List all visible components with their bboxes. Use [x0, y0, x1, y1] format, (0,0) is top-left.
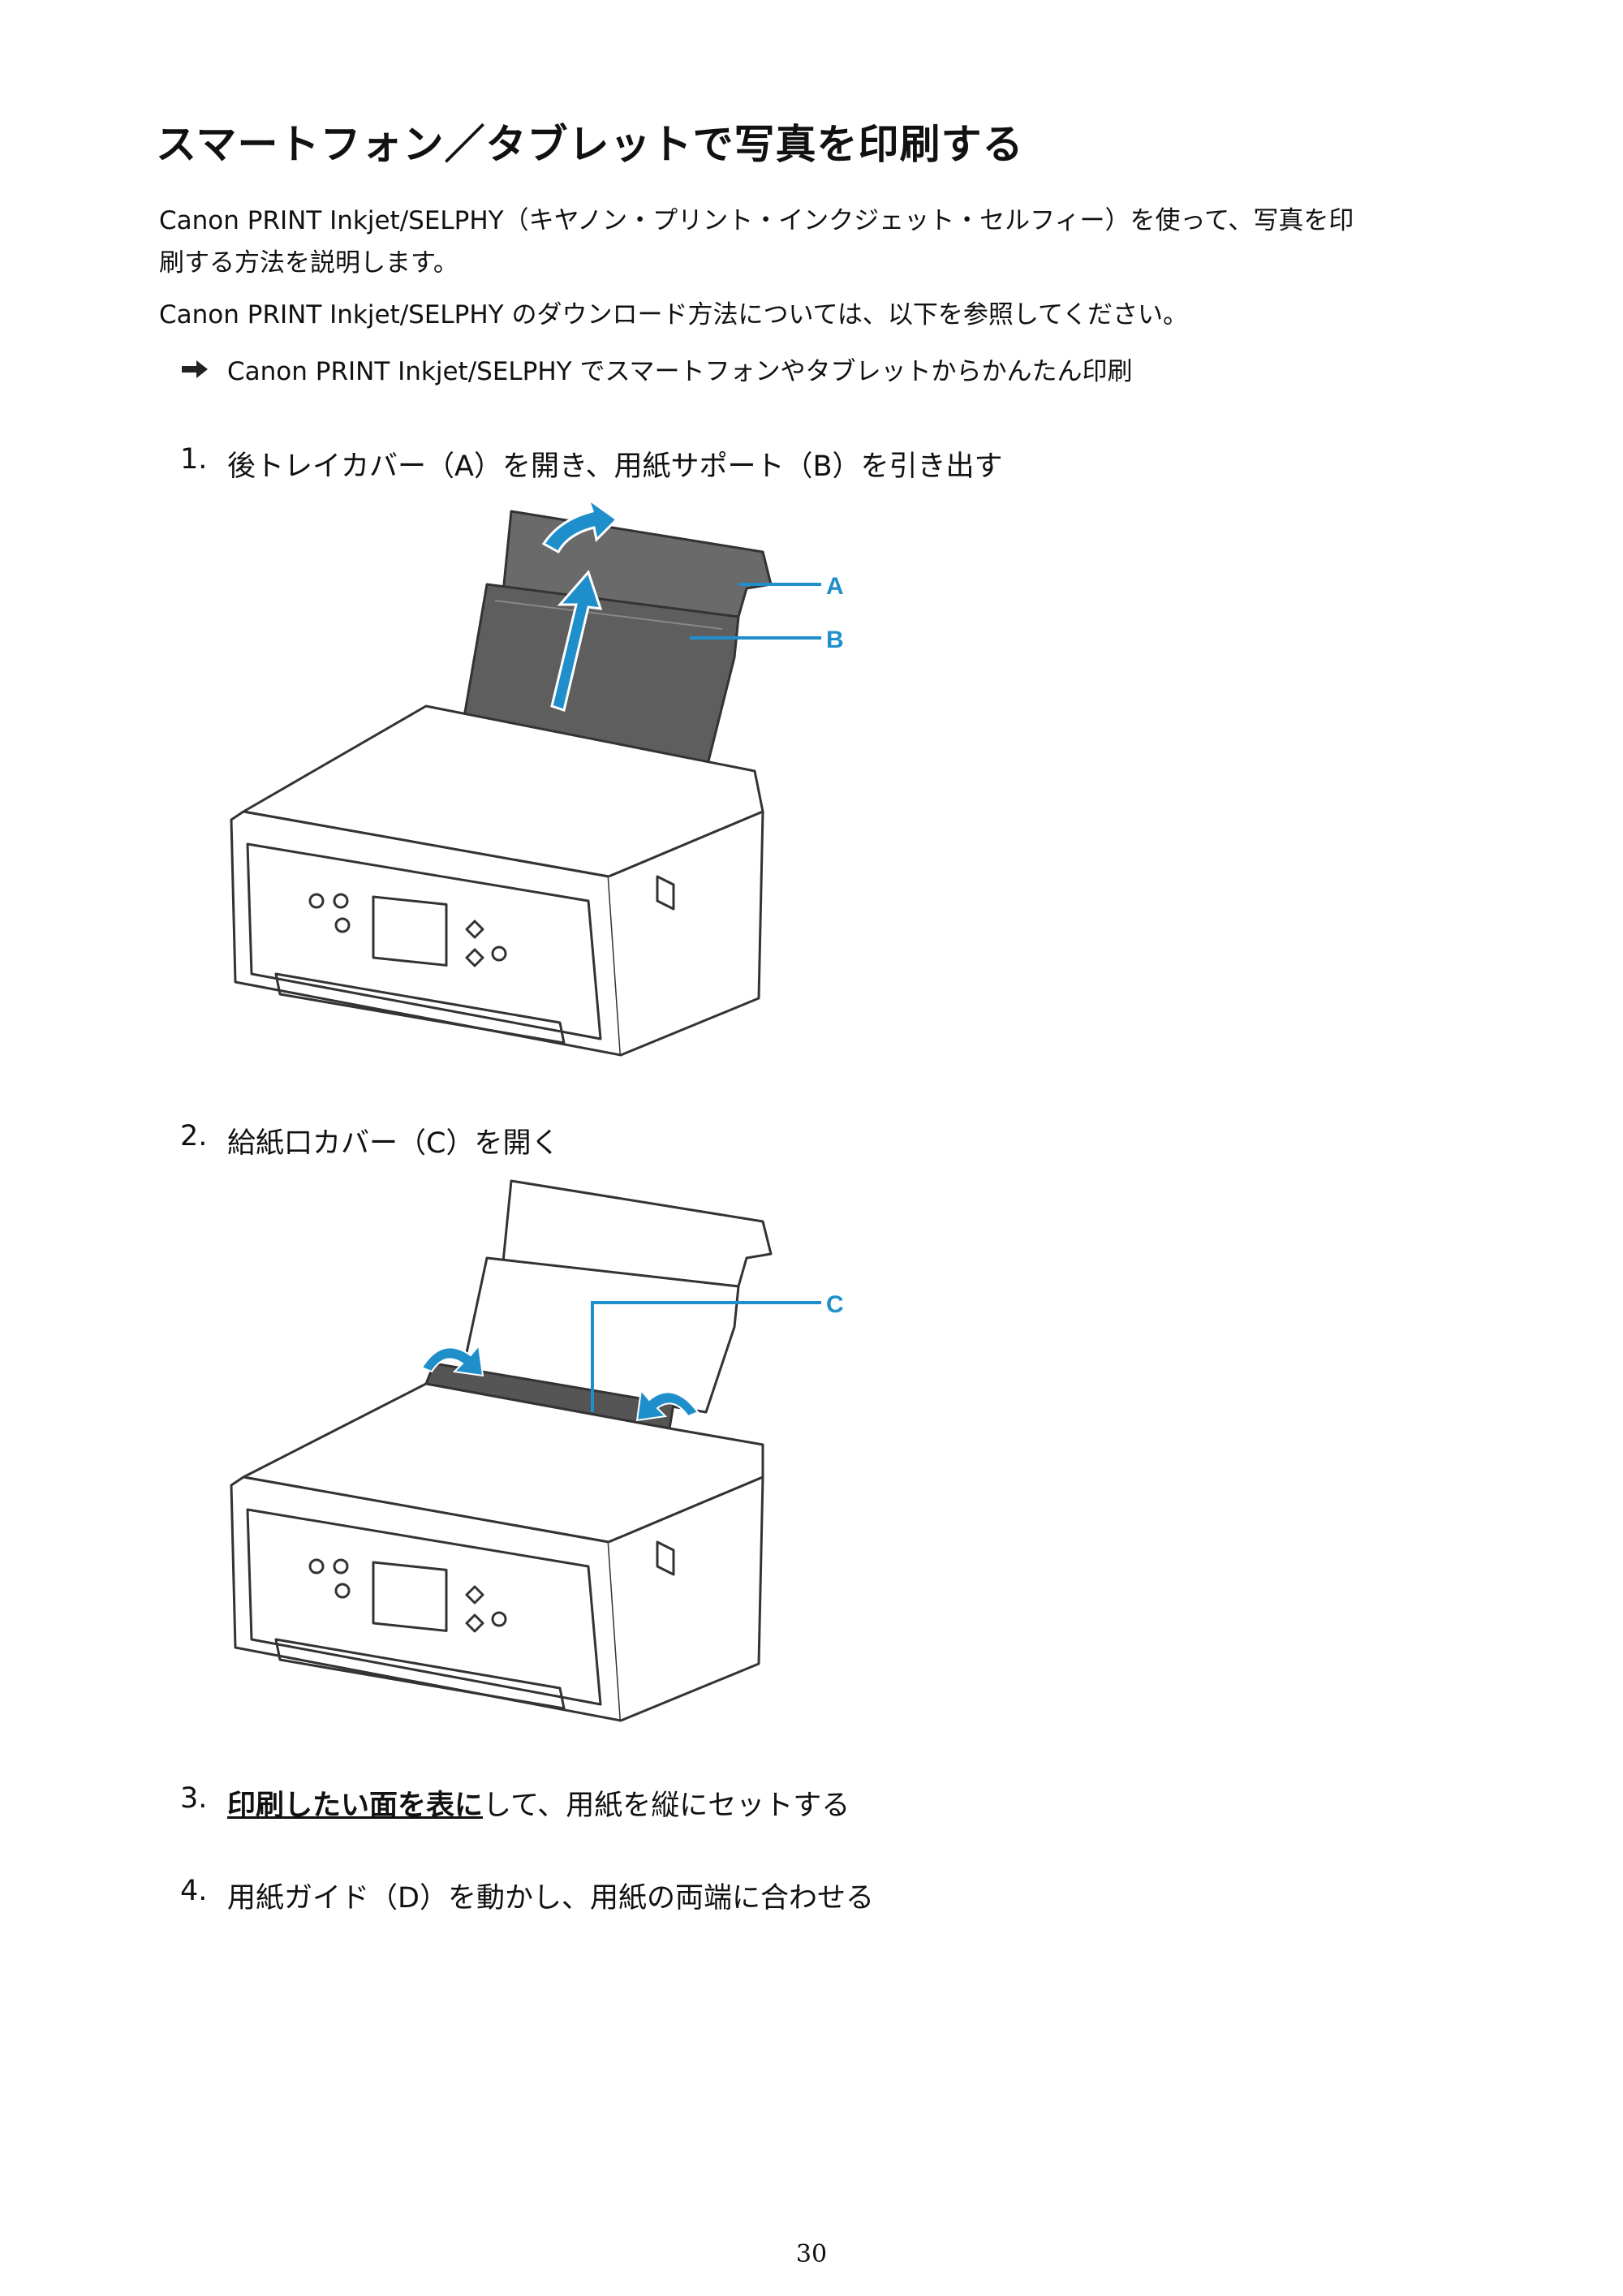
step-4: 4. 用紙ガイド（D）を動かし、用紙の両端に合わせる [180, 1875, 874, 1916]
open-arrow-right-icon [635, 1388, 700, 1422]
step-1: 1. 後トレイカバー（A）を開き、用紙サポート（B）を引き出す [180, 443, 1003, 485]
intro-line-1: Canon PRINT Inkjet/SELPHY（キヤノン・プリント・インクジ… [159, 206, 1354, 235]
figure-feed-slot-cover: C [230, 1179, 844, 1722]
intro-line-2: 刷する方法を説明します。 [159, 248, 458, 278]
step-3-text: して、用紙を縦にセットする [483, 1790, 850, 1822]
printer-illustration-1 [230, 510, 773, 1057]
step-1-text: 後トレイカバー（A）を開き、用紙サポート（B）を引き出す [227, 450, 1003, 483]
page-title: スマートフォン／タブレットで写真を印刷する [156, 121, 1024, 168]
intro-paragraph: Canon PRINT Inkjet/SELPHY（キヤノン・プリント・インクジ… [159, 200, 1490, 284]
lift-arrow-icon [541, 496, 619, 554]
step-3-number: 3. [180, 1782, 208, 1815]
callout-line-c [591, 1301, 821, 1412]
step-2-text: 給紙口カバー（C）を開く [227, 1127, 560, 1160]
figure-rear-tray: A B [230, 496, 844, 1057]
step-2: 2. 給紙口カバー（C）を開く [180, 1120, 559, 1161]
app-link[interactable]: Canon PRINT Inkjet/SELPHY でスマートフォンやタブレット… [180, 351, 1133, 387]
label-a: A [826, 573, 844, 600]
download-paragraph: Canon PRINT Inkjet/SELPHY のダウンロード方法については… [159, 300, 1189, 330]
step-4-number: 4. [180, 1875, 208, 1907]
label-b: B [826, 627, 844, 653]
page-number: 30 [795, 2240, 828, 2268]
right-arrow-icon [182, 360, 208, 378]
label-c: C [826, 1291, 844, 1318]
step-4-text: 用紙ガイド（D）を動かし、用紙の両端に合わせる [227, 1882, 874, 1915]
open-arrow-left-icon [420, 1343, 484, 1377]
step-2-number: 2. [180, 1120, 208, 1152]
pull-arrow-icon [550, 570, 603, 712]
printer-illustration-2 [230, 1179, 773, 1722]
step-1-number: 1. [180, 443, 208, 476]
step-3: 3. 印刷したい面を表に して、用紙を縦にセットする [180, 1782, 850, 1824]
step-3-emphasis: 印刷したい面を表に [227, 1790, 484, 1822]
app-link-label[interactable]: Canon PRINT Inkjet/SELPHY でスマートフォンやタブレット… [227, 357, 1133, 386]
